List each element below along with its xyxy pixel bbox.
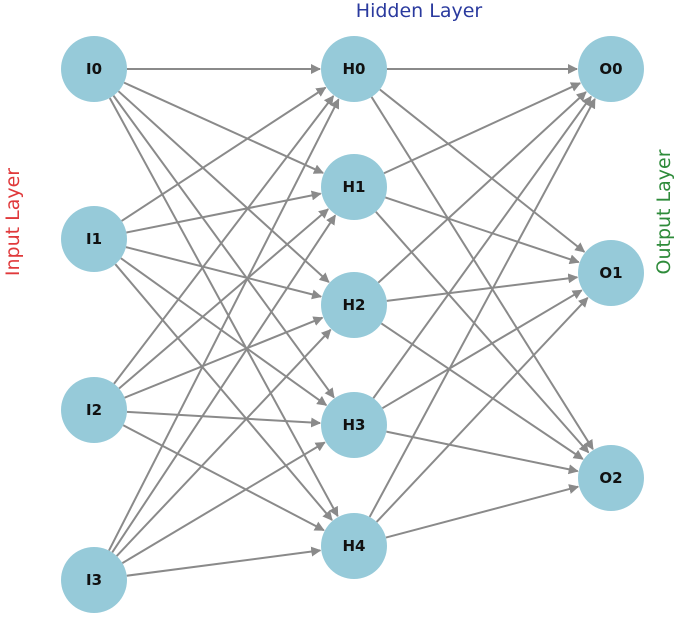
edge-i0-h1 [123,81,324,174]
edge-i2-h1 [118,208,329,390]
edge-h3-o1 [381,289,583,410]
node-label: O2 [599,469,622,487]
node-circle [578,445,644,511]
node-i2: I2 [61,377,127,443]
node-label: O0 [599,60,622,78]
input-layer-title: Input Layer [2,168,24,276]
node-o2: O2 [578,445,644,511]
edge-h2-o2 [380,322,584,460]
edge-h0-o2 [370,96,594,451]
edge-i2-h2 [124,316,324,399]
edge-i1-h0 [121,86,327,222]
node-label: I1 [86,230,102,248]
node-circle [321,513,387,579]
edge-i0-h2 [117,90,330,283]
edge-i0-h4 [108,97,339,518]
node-circle [321,272,387,338]
edge-h2-o1 [386,273,579,302]
node-label: H2 [343,296,366,314]
edge-i2-h0 [113,95,335,385]
node-label: I3 [86,571,102,589]
node-circle [61,36,127,102]
edge-i3-h4 [126,546,322,577]
edge-i2-h4 [122,424,325,532]
edge-h2-o0 [377,91,587,284]
node-h2: H2 [321,272,387,338]
node-i3: I3 [61,547,127,613]
node-h3: H3 [321,392,387,458]
edge-i0-h3 [112,95,335,399]
node-label: H3 [343,416,366,434]
edge-h4-o0 [368,98,596,518]
node-label: H1 [343,178,366,196]
edge-i1-h3 [120,257,328,407]
edge-i3-h3 [121,441,326,564]
node-circle [321,392,387,458]
edge-i2-h3 [126,410,322,428]
node-label: I2 [86,401,102,419]
node-o0: O0 [578,36,644,102]
hidden-layer-title: Hidden Layer [356,0,483,22]
node-h4: H4 [321,513,387,579]
edge-h3-o2 [386,430,579,475]
node-circle [321,36,387,102]
edge-i3-h2 [115,328,332,557]
node-label: H0 [343,60,366,78]
node-i1: I1 [61,206,127,272]
node-i0: I0 [61,36,127,102]
node-circle [61,547,127,613]
edge-h1-o0 [383,82,582,175]
node-h0: H0 [321,36,387,102]
node-label: I0 [86,60,102,78]
edge-i1-h4 [114,263,333,521]
node-circle [578,240,644,306]
edge-h3-o0 [372,95,592,399]
edge-h0-o1 [379,88,586,253]
node-circle [61,377,127,443]
node-o1: O1 [578,240,644,306]
edge-h4-o2 [385,484,580,539]
edge-i3-h1 [111,214,337,554]
node-circle [321,154,387,220]
node-label: O1 [599,264,622,282]
edge-h4-o1 [375,297,589,523]
node-label: H4 [343,537,366,555]
node-h1: H1 [321,154,387,220]
node-circle [578,36,644,102]
edge-i1-h2 [125,246,323,300]
node-circle [61,206,127,272]
output-layer-title: Output Layer [653,149,675,274]
connections [108,64,596,577]
edge-h1-o1 [384,196,580,265]
edge-i3-h0 [108,98,340,552]
